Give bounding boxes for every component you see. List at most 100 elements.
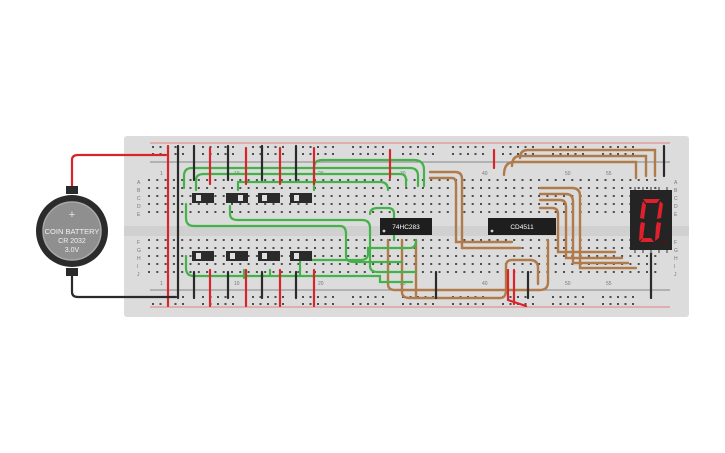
breadboard-hole[interactable] xyxy=(612,247,615,249)
breadboard-hole[interactable] xyxy=(164,203,167,205)
breadboard-hole[interactable] xyxy=(247,247,250,249)
breadboard-hole[interactable] xyxy=(181,271,184,273)
breadboard-hole[interactable] xyxy=(338,247,341,249)
breadboard-hole[interactable] xyxy=(632,146,634,148)
breadboard-hole[interactable] xyxy=(596,195,599,197)
breadboard-hole[interactable] xyxy=(538,179,541,181)
breadboard-hole[interactable] xyxy=(646,187,648,189)
breadboard-hole[interactable] xyxy=(604,271,607,273)
breadboard-hole[interactable] xyxy=(488,187,491,189)
breadboard-hole[interactable] xyxy=(206,271,209,273)
breadboard-hole[interactable] xyxy=(612,203,615,205)
breadboard-hole[interactable] xyxy=(421,263,424,265)
breadboard-hole[interactable] xyxy=(538,203,541,205)
breadboard-hole[interactable] xyxy=(148,263,150,265)
breadboard-hole[interactable] xyxy=(446,239,449,241)
breadboard-hole[interactable] xyxy=(382,153,384,155)
breadboard-hole[interactable] xyxy=(405,203,408,205)
breadboard-hole[interactable] xyxy=(529,203,532,205)
breadboard-hole[interactable] xyxy=(637,263,640,265)
breadboard-hole[interactable] xyxy=(582,153,584,155)
breadboard-hole[interactable] xyxy=(209,146,212,148)
breadboard-hole[interactable] xyxy=(480,211,482,213)
breadboard-hole[interactable] xyxy=(624,153,627,155)
breadboard-hole[interactable] xyxy=(529,187,532,189)
breadboard-hole[interactable] xyxy=(232,296,234,298)
breadboard-hole[interactable] xyxy=(148,271,150,273)
breadboard-hole[interactable] xyxy=(471,255,474,257)
breadboard-hole[interactable] xyxy=(197,203,200,205)
breadboard-hole[interactable] xyxy=(255,203,258,205)
green-wire[interactable] xyxy=(310,238,418,262)
breadboard-hole[interactable] xyxy=(587,255,590,257)
brown-wire[interactable] xyxy=(538,186,638,270)
breadboard-hole[interactable] xyxy=(509,296,512,298)
breadboard-hole[interactable] xyxy=(529,179,532,181)
breadboard-hole[interactable] xyxy=(397,255,399,257)
breadboard-hole[interactable] xyxy=(232,153,234,155)
breadboard-hole[interactable] xyxy=(314,239,316,241)
breadboard-hole[interactable] xyxy=(338,179,341,181)
breadboard-hole[interactable] xyxy=(274,146,277,148)
breadboard-hole[interactable] xyxy=(582,146,584,148)
breadboard-hole[interactable] xyxy=(239,187,242,189)
breadboard-hole[interactable] xyxy=(430,255,433,257)
slide-switch[interactable] xyxy=(290,251,312,261)
breadboard-hole[interactable] xyxy=(347,255,350,257)
breadboard-hole[interactable] xyxy=(471,187,474,189)
breadboard-hole[interactable] xyxy=(255,263,258,265)
breadboard-hole[interactable] xyxy=(646,179,648,181)
breadboard-hole[interactable] xyxy=(314,247,316,249)
breadboard-hole[interactable] xyxy=(513,255,516,257)
breadboard-hole[interactable] xyxy=(347,239,350,241)
breadboard-hole[interactable] xyxy=(380,263,383,265)
breadboard-hole[interactable] xyxy=(546,203,549,205)
breadboard-hole[interactable] xyxy=(567,296,569,298)
breadboard-hole[interactable] xyxy=(148,179,150,181)
breadboard-hole[interactable] xyxy=(563,263,565,265)
breadboard-hole[interactable] xyxy=(224,303,227,305)
breadboard-hole[interactable] xyxy=(352,303,354,305)
breadboard-hole[interactable] xyxy=(372,239,375,241)
breadboard-hole[interactable] xyxy=(181,211,184,213)
brown-wire[interactable] xyxy=(428,176,514,244)
breadboard-hole[interactable] xyxy=(355,247,358,249)
breadboard-hole[interactable] xyxy=(496,211,499,213)
breadboard-hole[interactable] xyxy=(582,303,584,305)
breadboard-hole[interactable] xyxy=(574,303,577,305)
breadboard-hole[interactable] xyxy=(172,195,175,197)
breadboard-hole[interactable] xyxy=(480,179,482,181)
breadboard-hole[interactable] xyxy=(259,153,262,155)
breadboard-hole[interactable] xyxy=(521,239,524,241)
breadboard-hole[interactable] xyxy=(513,195,516,197)
breadboard-hole[interactable] xyxy=(239,203,242,205)
breadboard-hole[interactable] xyxy=(274,303,277,305)
breadboard-hole[interactable] xyxy=(459,146,462,148)
breadboard-hole[interactable] xyxy=(197,247,200,249)
breadboard-hole[interactable] xyxy=(214,211,217,213)
breadboard-hole[interactable] xyxy=(272,247,275,249)
breadboard-hole[interactable] xyxy=(388,263,391,265)
breadboard-hole[interactable] xyxy=(596,271,599,273)
breadboard-hole[interactable] xyxy=(604,187,607,189)
breadboard-hole[interactable] xyxy=(654,187,657,189)
breadboard-hole[interactable] xyxy=(424,146,427,148)
breadboard-hole[interactable] xyxy=(567,303,569,305)
breadboard-hole[interactable] xyxy=(621,195,624,197)
breadboard-hole[interactable] xyxy=(317,296,319,298)
breadboard-hole[interactable] xyxy=(513,211,516,213)
breadboard-hole[interactable] xyxy=(609,303,612,305)
breadboard-hole[interactable] xyxy=(563,211,565,213)
breadboard-hole[interactable] xyxy=(214,203,217,205)
breadboard-hole[interactable] xyxy=(409,153,412,155)
breadboard-hole[interactable] xyxy=(509,146,512,148)
breadboard-hole[interactable] xyxy=(367,146,369,148)
breadboard-hole[interactable] xyxy=(347,203,350,205)
breadboard-hole[interactable] xyxy=(538,211,541,213)
breadboard-hole[interactable] xyxy=(156,239,159,241)
breadboard-hole[interactable] xyxy=(424,153,427,155)
breadboard-hole[interactable] xyxy=(604,239,607,241)
breadboard-hole[interactable] xyxy=(624,146,627,148)
breadboard-hole[interactable] xyxy=(604,195,607,197)
breadboard-hole[interactable] xyxy=(372,255,375,257)
